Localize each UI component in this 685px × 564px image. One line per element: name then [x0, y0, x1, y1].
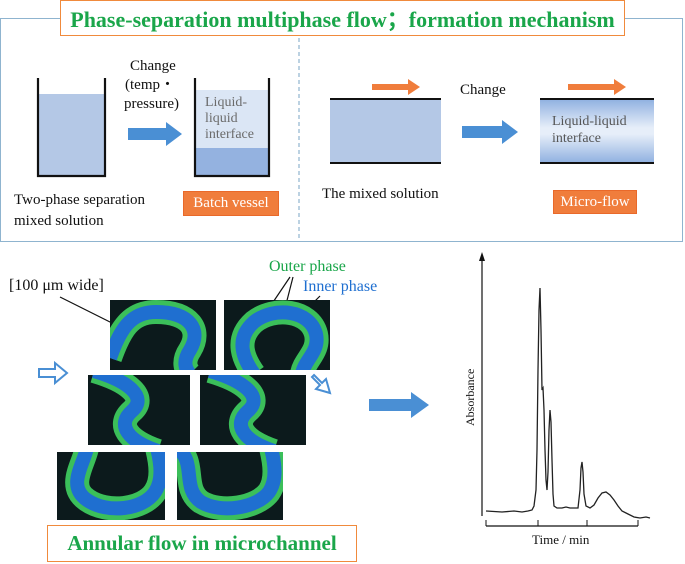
panel-divider [298, 38, 300, 238]
micro-interface-line-1: Liquid-liquid [552, 114, 627, 129]
batch-interface-line-3: interface [205, 127, 254, 142]
batch-change-text: Change (temp・ pressure) [124, 57, 179, 114]
micro-change-label: Change [460, 82, 506, 98]
chromatogram-ylabel: Absorbance [463, 369, 477, 426]
mixed-solution-label: Two-phase separation mixed solution [14, 190, 145, 232]
title-box: Phase-separation multiphase flow；formati… [60, 0, 625, 36]
page-title: Phase-separation multiphase flow；formati… [70, 7, 615, 32]
mixed-solution-beaker [36, 78, 107, 178]
batch-change-label: Change [130, 58, 176, 74]
inner-phase-label: Inner phase [303, 278, 378, 295]
micrograph-6 [177, 452, 283, 520]
chromatogram-plot: Absorbance Time / min [463, 252, 651, 547]
batch-interface-line-2: liquid [205, 111, 238, 126]
micrograph-5 [57, 452, 165, 520]
micrograph-4 [200, 375, 306, 445]
batch-change-detail-1: (temp・ [125, 77, 175, 93]
batch-vessel-label: Batch vessel [183, 191, 279, 216]
micro-flow-text: Micro-flow [560, 193, 630, 210]
batch-interface-line-1: Liquid- [205, 95, 247, 110]
separated-beaker [193, 78, 271, 178]
outer-phase-label: Outer phase [269, 258, 346, 275]
flow-arrow-micro [568, 79, 626, 95]
to-chromatogram-arrow [369, 392, 429, 418]
micrograph-2 [224, 300, 330, 370]
sequence-arrow-left [38, 360, 69, 386]
micrograph-3 [88, 375, 190, 445]
mixed-solution-channel [330, 79, 441, 164]
micro-mixed-label: The mixed solution [322, 186, 439, 202]
batch-change-arrow [128, 122, 182, 146]
micro-interface-line-2: interface [552, 131, 601, 146]
mixed-label-line-2: mixed solution [14, 213, 104, 229]
batch-vessel-text: Batch vessel [193, 195, 269, 211]
flow-arrow-mixed [372, 79, 420, 95]
width-label: [100 μm wide] [9, 277, 104, 294]
micro-change-arrow [462, 120, 518, 144]
micro-flow-label: Micro-flow [553, 190, 637, 214]
sequence-arrow-right [310, 373, 332, 395]
micrograph-1 [110, 300, 216, 370]
chromatogram-xlabel: Time / min [532, 532, 590, 547]
batch-interface-text: Liquid- liquid interface [205, 95, 254, 143]
microflow-channel [540, 79, 654, 164]
batch-change-detail-2: pressure) [124, 96, 179, 112]
micro-interface-text: Liquid-liquid interface [552, 113, 627, 147]
mixed-label-line-1: Two-phase separation [14, 192, 145, 208]
annular-flow-caption-box: Annular flow in microchannel [47, 525, 357, 562]
chromatogram-trace [485, 287, 651, 519]
annular-flow-caption: Annular flow in microchannel [67, 531, 337, 555]
